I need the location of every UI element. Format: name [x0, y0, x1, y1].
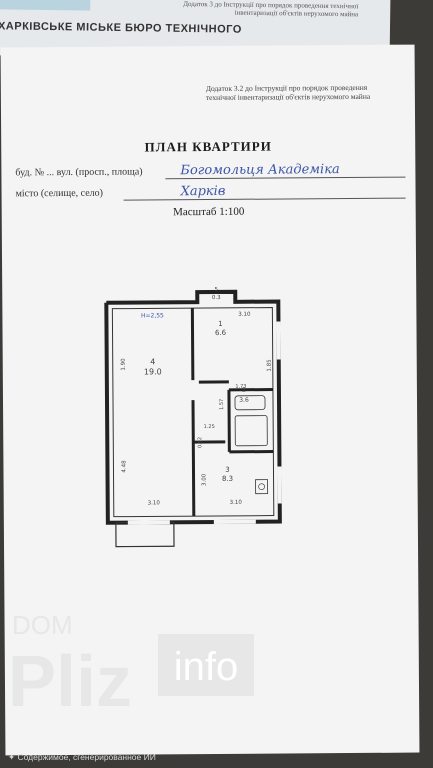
decree-note: Додаток 3.2 до Інструкції про порядок пр…: [205, 82, 371, 103]
dim-room4-bottom: 3.10: [148, 500, 161, 506]
dim-door-gap: 0.92: [197, 437, 203, 448]
city-value: Харків: [180, 183, 226, 200]
room5-number: 5: [214, 287, 218, 293]
dim-room1-side: 1.85: [267, 359, 273, 372]
city-label: місто (селище, село): [15, 187, 104, 200]
room3-number: 3: [225, 466, 230, 474]
window-openings: [127, 321, 282, 525]
dim-room4-top: 1.90: [121, 358, 127, 371]
ai-generated-notice: ✦ Содержимое, сгенерированное ИИ: [8, 752, 156, 762]
room4-number: 4: [150, 357, 155, 366]
watermark-pliz: Pliz: [8, 642, 132, 722]
watermark-dom: DOM: [12, 610, 73, 640]
burner-icon: [258, 483, 265, 490]
ceiling-height: H=2,55: [141, 312, 164, 319]
dim-corridor-width: 1.25: [204, 424, 215, 430]
room2-area: 3.6: [239, 397, 249, 404]
background-note: Додаток 3 до Інструкції про порядок пров…: [183, 0, 359, 19]
dim-bath-width: 1.73: [235, 384, 246, 390]
room2-number: 2: [242, 387, 246, 394]
dim-bath-height: 1.57: [219, 399, 225, 410]
street-value: Богомольця Академіка: [180, 162, 340, 179]
background-header: ХАРКІВСЬКЕ МІСЬКЕ БЮРО ТЕХНІЧНОГО: [0, 20, 242, 36]
street-label: буд. № ... вул. (просп., площа): [15, 166, 143, 179]
partitions: [190, 308, 274, 517]
watermark-info-box: [158, 634, 254, 696]
room1-number: 1: [218, 320, 223, 328]
scale-label: Масштаб 1:100: [173, 205, 245, 219]
dim-room4-side: 4.48: [121, 460, 127, 473]
dim-room1-top: 3.10: [238, 312, 251, 318]
washbasin-icon: [234, 395, 266, 411]
balcony: [115, 521, 175, 548]
room3-area: 8.3: [222, 475, 233, 483]
apartment-plan-sheet: Додаток 3.2 до Інструкції про порядок пр…: [0, 44, 420, 756]
bathtub-icon: [234, 415, 268, 447]
floor-plan: 4 19.0 1 6.6 2 3.6 3 8.3 5 0.3 H=2,55 1.…: [104, 287, 282, 548]
room1-area: 6.6: [215, 329, 227, 337]
room5-area: 0.3: [212, 295, 221, 301]
stove-icon: [255, 479, 269, 495]
page-title: ПЛАН КВАРТИРИ: [144, 138, 272, 155]
dim-room3-side: 3.00: [202, 473, 208, 486]
dim-room3-bottom: 3.10: [230, 500, 243, 506]
watermark-info: info: [174, 645, 239, 689]
room4-area: 19.0: [144, 367, 162, 376]
domplizinfo-watermark: DOM Pliz info: [8, 610, 254, 722]
background-stamp-strip: [0, 0, 91, 11]
city-underline: [123, 197, 406, 201]
